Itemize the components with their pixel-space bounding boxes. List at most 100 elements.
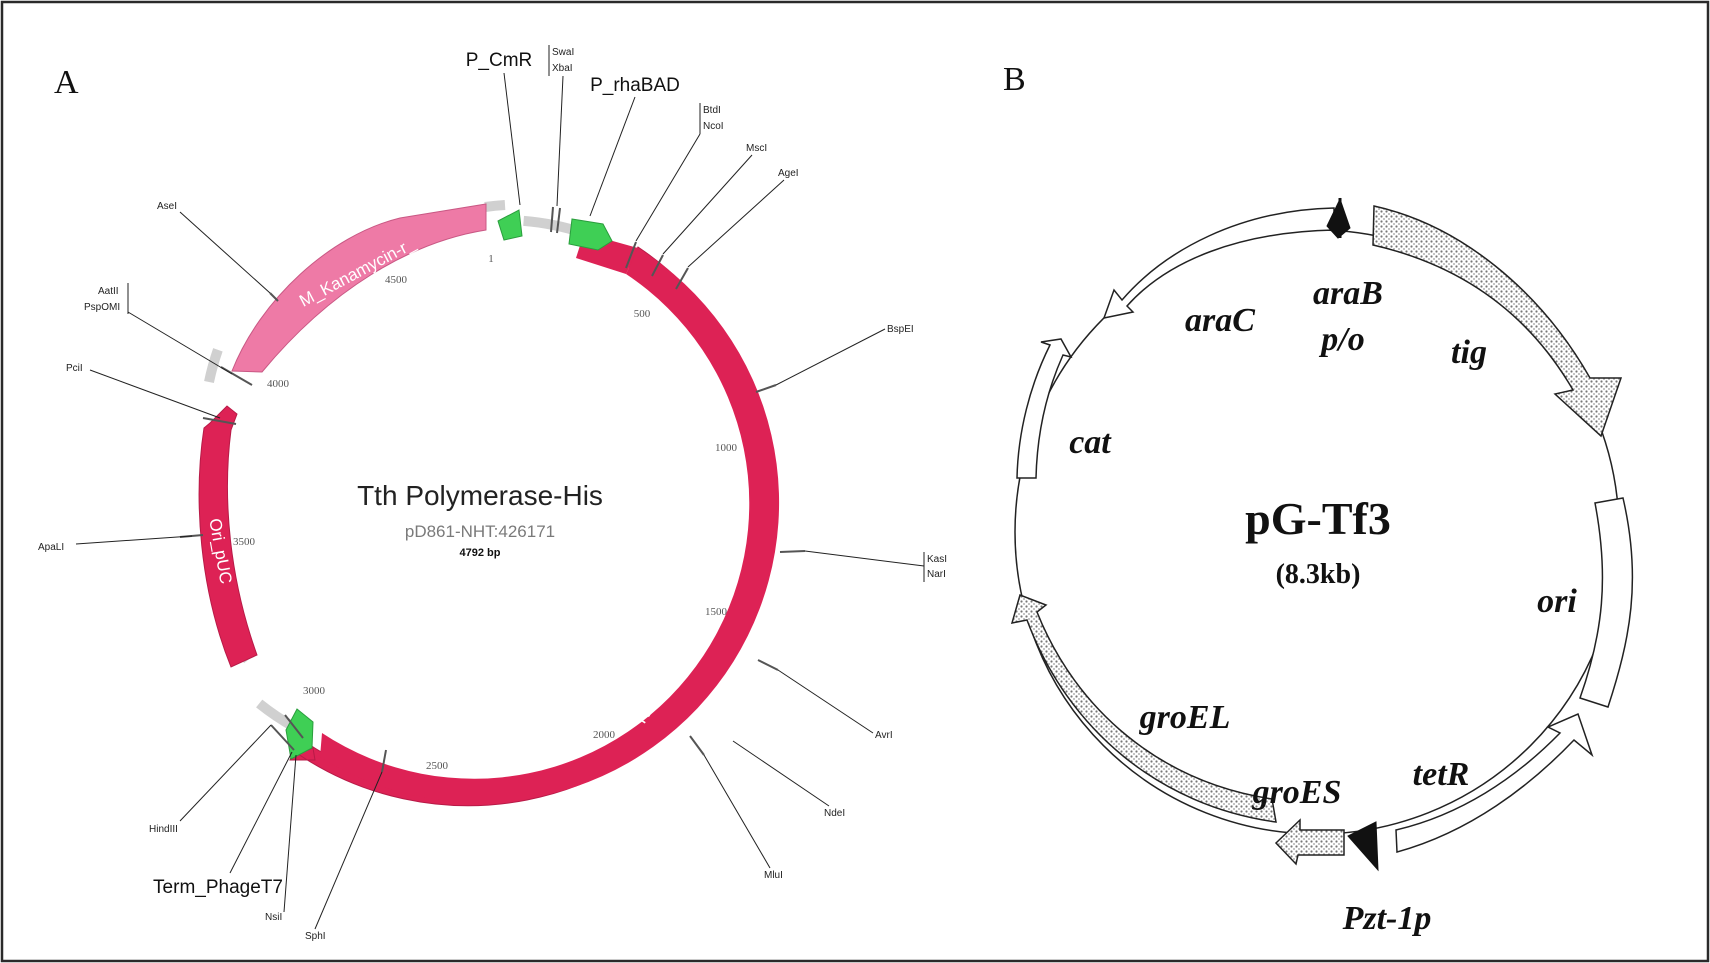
site-leader [804, 550, 925, 567]
p-rhabad-label: P_rhaBAD [590, 75, 680, 96]
site-leader [635, 133, 701, 242]
site-leader [75, 535, 193, 545]
panel-a: A Tth Polymerase-His Ori_pUC M_Kanamycin… [38, 45, 947, 942]
site-label-mlui: MluI [764, 870, 783, 881]
cat-feature [1016, 338, 1073, 479]
coordinate-label: 4000 [267, 378, 290, 390]
site-leader [283, 754, 297, 913]
p-rhabad-feature [568, 218, 613, 251]
site-tick [270, 724, 295, 751]
site-tick [556, 207, 561, 234]
site-label-ndei: NdeI [824, 808, 845, 819]
panel-a-plasmid-name: Tth Polymerase-His [357, 480, 603, 511]
site-leader [556, 75, 564, 207]
pzt-1p-feature [1347, 821, 1379, 872]
coordinate-label: 3500 [233, 536, 256, 548]
kanamycin-resistance-feature [231, 203, 487, 373]
site-leader [127, 311, 233, 375]
p-rhabad-leader [589, 96, 636, 217]
tig-feature [1372, 205, 1623, 438]
panel-a-size-label: 4792 bp [460, 547, 501, 559]
site-leader [89, 369, 221, 419]
p-cmr-label: P_CmR [466, 50, 533, 71]
site-label-nari: NarI [927, 569, 946, 580]
site-tick [757, 659, 779, 671]
site-label-swai: SwaI [552, 47, 574, 58]
site-leader [703, 754, 771, 869]
coordinate-label: 2000 [593, 729, 616, 741]
site-label-asei: AseI [157, 201, 177, 212]
site-label-agei: AgeI [778, 168, 799, 179]
term-phaget7-label: Term_PhageT7 [153, 877, 283, 898]
coordinate-label: 1500 [705, 606, 728, 618]
arac-label: araC [1185, 302, 1255, 339]
site-tick [651, 254, 664, 277]
panel-b-letter: B [1003, 61, 1026, 98]
site-tick [269, 292, 279, 302]
site-tick [675, 267, 689, 290]
panel-b-size-label: (8.3kb) [1276, 559, 1361, 590]
panel-b-plasmid-map: pG-Tf3 (8.3kb) araB p/o tig ori tetR Pzt… [1010, 197, 1634, 937]
term-phaget7-leader [229, 751, 293, 874]
groel-label: groEL [1139, 699, 1231, 736]
coordinate-label: 1 [488, 253, 494, 265]
site-tick [779, 550, 806, 553]
backbone-segment [204, 348, 223, 384]
coordinate-label: 4500 [385, 274, 408, 286]
site-tick [755, 384, 777, 393]
site-label-apali: ApaLI [38, 542, 64, 553]
site-tick [625, 241, 637, 269]
coordinate-label: 2500 [426, 760, 449, 772]
site-label-pspomi: PspOMI [84, 302, 120, 313]
site-leader [662, 154, 753, 255]
arab-label: araB [1313, 275, 1383, 312]
site-label-sphi: SphI [305, 931, 326, 942]
backbone-segment [256, 699, 297, 732]
ori-puc-feature [198, 405, 258, 668]
tetr-feature [1395, 712, 1594, 853]
p-cmr-feature [497, 209, 523, 241]
tetr-label: tetR [1413, 756, 1470, 793]
restriction-site-labels: SwaI XbaI BtdI NcoI MscI AgeI BspEI KasI… [38, 45, 947, 942]
site-label-ncoi: NcoI [703, 121, 724, 132]
arac-feature [1102, 207, 1335, 320]
cat-label: cat [1069, 424, 1112, 461]
ori-feature [1579, 497, 1634, 708]
site-label-bspei: BspEI [887, 324, 914, 335]
site-label-msci: MscI [746, 143, 767, 154]
site-tick [202, 417, 237, 425]
panel-b: B pG-Tf3 (8.3kb) [1003, 61, 1634, 937]
site-label-pcii: PciI [66, 363, 83, 374]
groes-label: groES [1252, 774, 1342, 811]
site-tick [381, 749, 387, 773]
panel-a-plasmid-id: pD861-NHT:426171 [405, 522, 555, 541]
tig-label: tig [1451, 334, 1487, 371]
panel-a-plasmid-map: Tth Polymerase-His Ori_pUC M_Kanamycin-r… [38, 45, 947, 942]
site-label-btdi: BtdI [703, 105, 721, 116]
site-leader [179, 724, 272, 822]
groel-feature [1010, 594, 1277, 823]
site-label-xbai: XbaI [552, 63, 573, 74]
panel-b-plasmid-name: pG-Tf3 [1245, 493, 1391, 544]
ori-label: ori [1537, 583, 1577, 620]
site-leader [687, 179, 785, 268]
coordinate-label: 500 [634, 308, 651, 320]
site-label-avri: AvrI [875, 730, 893, 741]
p-cmr-leader [503, 72, 521, 206]
site-tick [284, 714, 304, 739]
panel-a-letter: A [54, 64, 79, 101]
site-tick [550, 206, 554, 233]
backbone-segment [484, 200, 506, 212]
site-leader [732, 740, 830, 807]
site-leader [179, 211, 271, 294]
site-label-kasi: KasI [927, 554, 947, 565]
site-leader [775, 328, 886, 386]
site-tick [689, 735, 705, 756]
site-label-aatii: AatII [98, 286, 119, 297]
site-leader [314, 771, 383, 930]
coordinate-label: 3000 [303, 685, 326, 697]
groes-feature [1274, 818, 1345, 866]
site-label-hindiii: HindIII [149, 824, 178, 835]
